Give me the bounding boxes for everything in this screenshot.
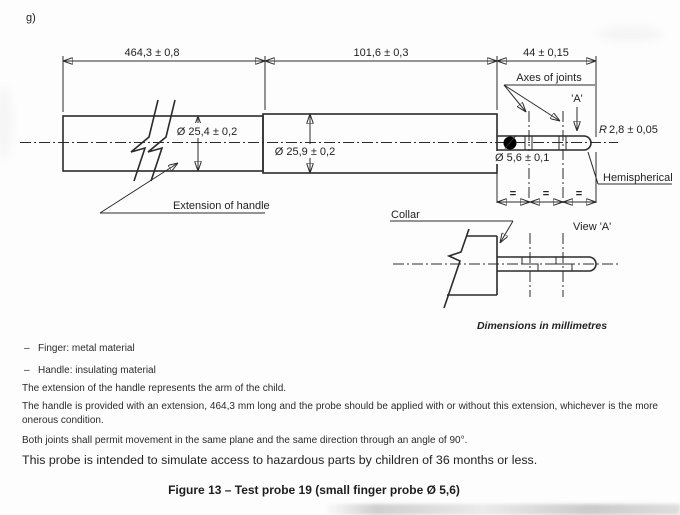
callouts: Axes of joints 'A' R 2,8 ± 0,05 Hemisphe…: [99, 72, 673, 214]
item-label: g): [26, 12, 36, 24]
extension-of-handle-label: Extension of handle: [173, 200, 270, 212]
finger-bar: [497, 135, 592, 151]
bullet-dash: –: [24, 365, 30, 376]
note-bullet-handle: – Handle: insulating material: [24, 364, 424, 378]
tip-radius-value: 2,8 ± 0,05: [609, 124, 658, 136]
view-a-label: View 'A': [573, 221, 611, 233]
diameter-dimensions: Ø 25,4 ± 0,2 Ø 25,9 ± 0,2 Ø 5,6 ± 0,1: [171, 114, 557, 173]
probe-side-view: Collar View 'A': [390, 209, 620, 309]
scan-artifact: [323, 504, 680, 515]
dim-extension-diameter: Ø 25,4 ± 0,2: [177, 126, 237, 138]
figure-caption: Figure 13 – Test probe 19 (small finger …: [168, 483, 460, 497]
bullet-text: Handle: insulating material: [38, 365, 156, 376]
equal-mark: =: [576, 188, 582, 200]
dim-handle-diameter: Ø 25,9 ± 0,2: [275, 146, 335, 158]
handle-body: [262, 113, 498, 174]
break-line: [130, 99, 159, 182]
dim-finger-length: 44 ± 0,15: [523, 47, 569, 59]
break-line: [147, 99, 176, 182]
hemispherical-tip: [588, 256, 597, 272]
note-arm: The extension of the handle represents t…: [22, 383, 287, 394]
axes-of-joints-label: Axes of joints: [516, 72, 582, 84]
tip-radius-symbol: R: [599, 124, 607, 136]
dim-handle-length: 101,6 ± 0,3: [354, 47, 409, 59]
note-joints: Both joints shall permit movement in the…: [22, 435, 468, 446]
note-bullet-finger: – Finger: metal material: [24, 342, 424, 356]
joint-cut: [521, 257, 539, 271]
dim-extension-length: 464,3 ± 0,8: [125, 47, 180, 59]
probe-purpose-statement: This probe is intended to simulate acces…: [22, 453, 538, 467]
technical-drawing: g) 464,3 ± 0,8 101,6 ± 0,3 44 ± 0,15: [20, 12, 673, 332]
equal-mark: =: [510, 188, 516, 200]
dim-finger-diameter: Ø 5,6 ± 0,1: [495, 152, 549, 164]
collar-label: Collar: [391, 209, 420, 221]
bullet-dash: –: [24, 343, 30, 354]
top-dimension-lines: 464,3 ± 0,8 101,6 ± 0,3 44 ± 0,15: [62, 47, 597, 203]
break-line: [443, 228, 470, 309]
bullet-text: Finger: metal material: [38, 343, 135, 354]
view-ref-label: 'A': [571, 93, 583, 105]
joint-cut: [555, 257, 573, 271]
equal-mark: =: [543, 188, 549, 200]
hemispherical-label: Hemispherical: [603, 172, 673, 184]
dimensions-note: Dimensions in millimetres: [477, 320, 607, 332]
equal-spacing-dimension: = = =: [496, 166, 596, 203]
note-extension: The handle is provided with an extension…: [22, 401, 658, 426]
